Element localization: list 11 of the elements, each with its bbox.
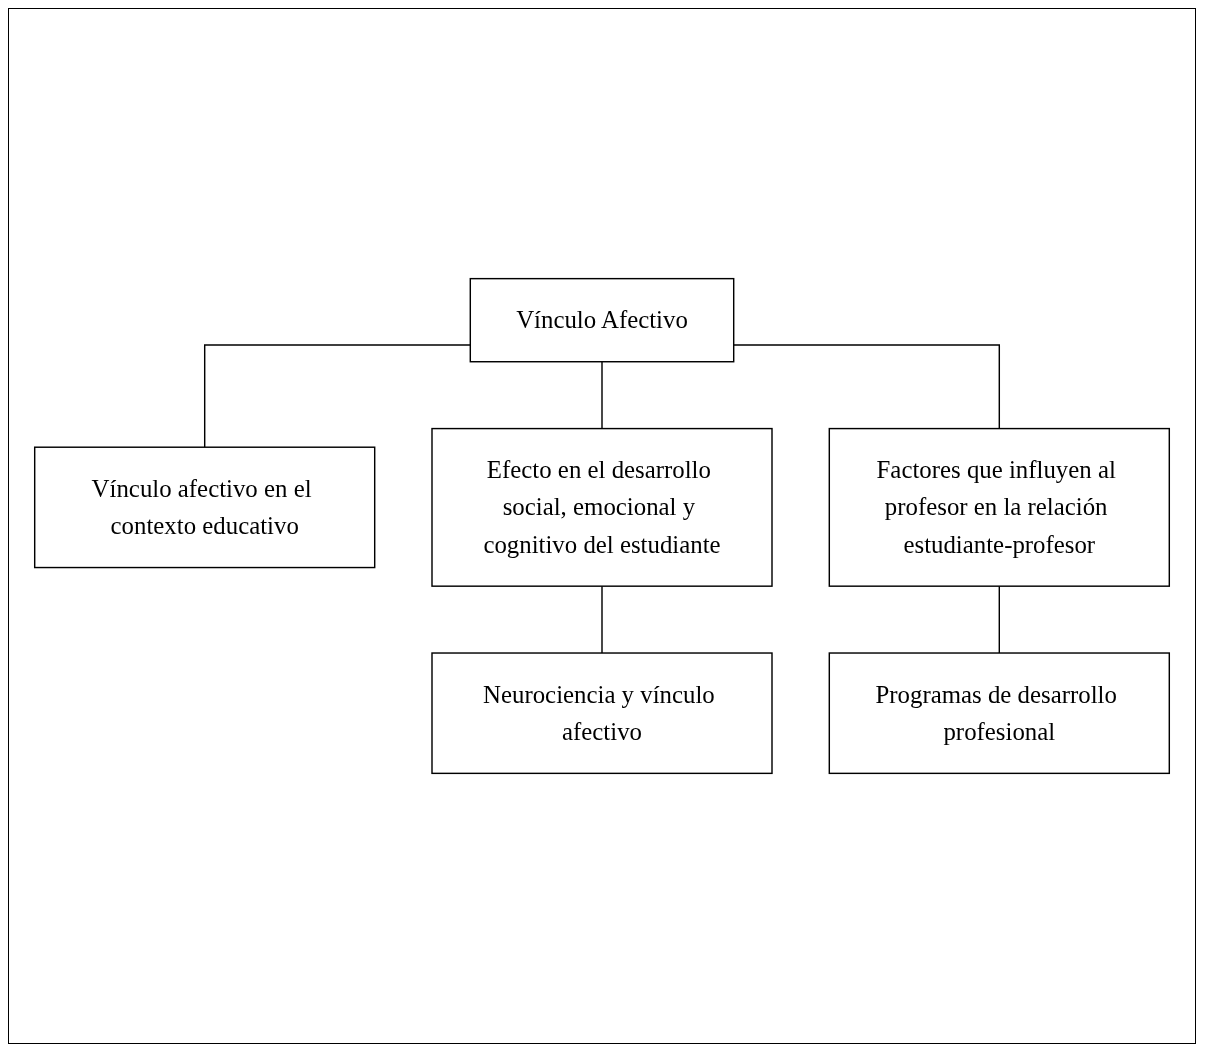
connector (998, 585, 1000, 654)
connector (204, 344, 471, 448)
node-box: Vínculo afectivo en el contexto educativo (34, 446, 376, 569)
node-box: Neurociencia y vínculo afectivo (431, 652, 773, 775)
connector (733, 344, 1000, 430)
node-box: Vínculo Afectivo (469, 277, 735, 363)
node-box: Efecto en el desarrollo social, emocional y cognitivo del estudiante (431, 427, 773, 587)
connector (601, 361, 603, 430)
connector (601, 585, 603, 654)
node-box: Factores que influyen al profesor en la relación estudiante-profesor (828, 427, 1170, 587)
node-box: Programas de desarrollo profesional (828, 652, 1170, 775)
